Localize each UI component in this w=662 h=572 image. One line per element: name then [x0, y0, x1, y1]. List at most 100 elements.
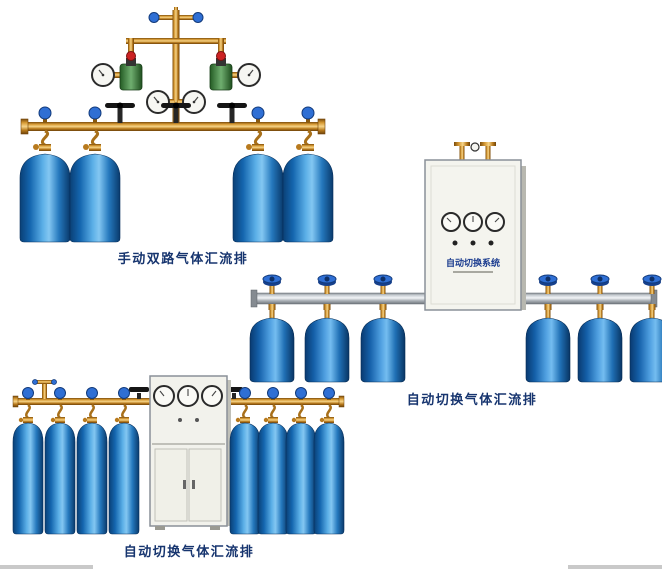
- cylinder-connection: [642, 274, 662, 318]
- figure-auto-switch-floor: [8, 374, 348, 544]
- cylinder-connection: [296, 106, 315, 151]
- pressure-gauge-icon: [237, 63, 261, 87]
- pressure-gauge-icon: [470, 142, 480, 152]
- regulator-knob-icon: [216, 51, 226, 61]
- valve-knob-icon: [22, 387, 34, 399]
- pressure-gauge-icon: [182, 90, 206, 114]
- cylinder-connection: [538, 274, 558, 318]
- valve-knob-icon: [88, 106, 102, 120]
- gas-cylinder: [360, 317, 406, 383]
- pressure-gauge-icon: [177, 385, 199, 407]
- pressure-gauge-icon: [91, 63, 115, 87]
- auto-switch-wall-illustration: 自动切换系统: [249, 142, 662, 383]
- indicator-dot-icon: [195, 418, 199, 422]
- gas-cylinder: [44, 422, 76, 535]
- cylinder-connections: [262, 274, 662, 318]
- valve-knob-icon: [32, 379, 38, 385]
- valve-knob-icon: [192, 12, 204, 23]
- cylinder-connections: [33, 106, 315, 151]
- gas-cylinder: [313, 422, 345, 535]
- valve-knob-icon: [301, 106, 315, 120]
- control-cabinet: [149, 375, 231, 530]
- cylinder-connection: [50, 387, 66, 423]
- gas-cylinders: [12, 422, 345, 535]
- cylinder-connection: [83, 106, 102, 151]
- figure-caption: 自动切换气体汇流排: [123, 545, 255, 560]
- door-handle-icon: [183, 480, 186, 489]
- page-bottom-border-left: [0, 565, 93, 569]
- cylinder-connection: [82, 387, 98, 423]
- cylinder-connection: [319, 387, 335, 423]
- riser-pipe: [32, 379, 57, 399]
- pressure-gauge-icon: [146, 90, 170, 114]
- control-cabinet: 自动切换系统: [424, 142, 526, 311]
- gas-cylinder: [69, 153, 121, 243]
- valve-knob-icon: [267, 387, 279, 399]
- cylinder-connection: [262, 274, 282, 318]
- cylinder-connection: [291, 387, 307, 423]
- gas-cylinder: [282, 153, 334, 243]
- manual-dual-manifold-illustration: [19, 7, 334, 243]
- gas-cylinder: [19, 153, 71, 243]
- indicator-dot-icon: [178, 418, 182, 422]
- cylinder-connection: [235, 387, 251, 423]
- cylinder-connection: [18, 387, 34, 423]
- indicator-dot-icon: [488, 240, 494, 246]
- t-handle-valve-icon: [161, 102, 191, 123]
- pressure-gauge-icon: [201, 385, 223, 407]
- gas-cylinders: [249, 317, 662, 383]
- manifold-pipe: [20, 118, 326, 135]
- gas-cylinder: [304, 317, 350, 383]
- gas-cylinder: [249, 317, 295, 383]
- valve-knob-icon: [38, 106, 52, 120]
- cabinet-label: 自动切换系统: [446, 257, 500, 269]
- pressure-gauge-icon: [441, 212, 461, 232]
- gas-cylinder: [76, 422, 108, 535]
- pressure-gauge-icon: [153, 385, 175, 407]
- indicator-dot-icon: [452, 240, 458, 246]
- figure-manual-dual-manifold: [8, 6, 338, 246]
- valve-knob-icon: [86, 387, 98, 399]
- valve-knob-icon: [148, 12, 160, 23]
- shutoff-valve-handles: [105, 102, 247, 123]
- gas-cylinder: [257, 422, 289, 535]
- figure-auto-switch-wall: 自动切换系统: [245, 140, 662, 388]
- valve-knob-icon: [118, 387, 130, 399]
- valve-knob-icon: [323, 387, 335, 399]
- valve-knob-icon: [251, 106, 265, 120]
- pressure-gauge-icon: [485, 212, 505, 232]
- cylinder-connection: [590, 274, 610, 318]
- page-bottom-border-right: [568, 565, 662, 569]
- t-handle-valve-icon: [129, 387, 149, 399]
- gas-cylinders: [19, 153, 334, 243]
- pressure-regulator-left: [91, 51, 143, 91]
- cylinder-connection: [33, 106, 52, 151]
- cabinet-door: [154, 448, 188, 522]
- gas-cylinder: [629, 317, 662, 383]
- regulator-knob-icon: [126, 51, 136, 61]
- indicator-dot-icon: [470, 240, 476, 246]
- cylinder-connection: [246, 106, 265, 151]
- gas-cylinder: [525, 317, 571, 383]
- pressure-regulator-right: [209, 51, 261, 91]
- gas-cylinder: [229, 422, 261, 535]
- cylinder-connections: [18, 387, 335, 423]
- gas-cylinder: [108, 422, 140, 535]
- valve-knob-icon: [239, 387, 251, 399]
- figure-caption: 手动双路气体汇流排: [117, 252, 249, 267]
- auto-switch-floor-illustration: [12, 375, 345, 535]
- gas-cylinder: [285, 422, 317, 535]
- valve-knob-icon: [295, 387, 307, 399]
- gas-cylinder: [12, 422, 44, 535]
- pressure-gauge-icon: [463, 212, 483, 232]
- t-handle-valve-icon: [105, 102, 135, 123]
- cylinder-connection: [114, 387, 130, 423]
- figure-caption: 自动切换气体汇流排: [406, 393, 538, 408]
- cylinder-connection: [263, 387, 279, 423]
- cylinder-connection: [317, 274, 337, 318]
- valve-knob-icon: [51, 379, 57, 385]
- cylinder-connection: [373, 274, 393, 318]
- t-handle-valve-icon: [217, 102, 247, 123]
- gas-cylinder: [577, 317, 623, 383]
- door-handle-icon: [192, 480, 195, 489]
